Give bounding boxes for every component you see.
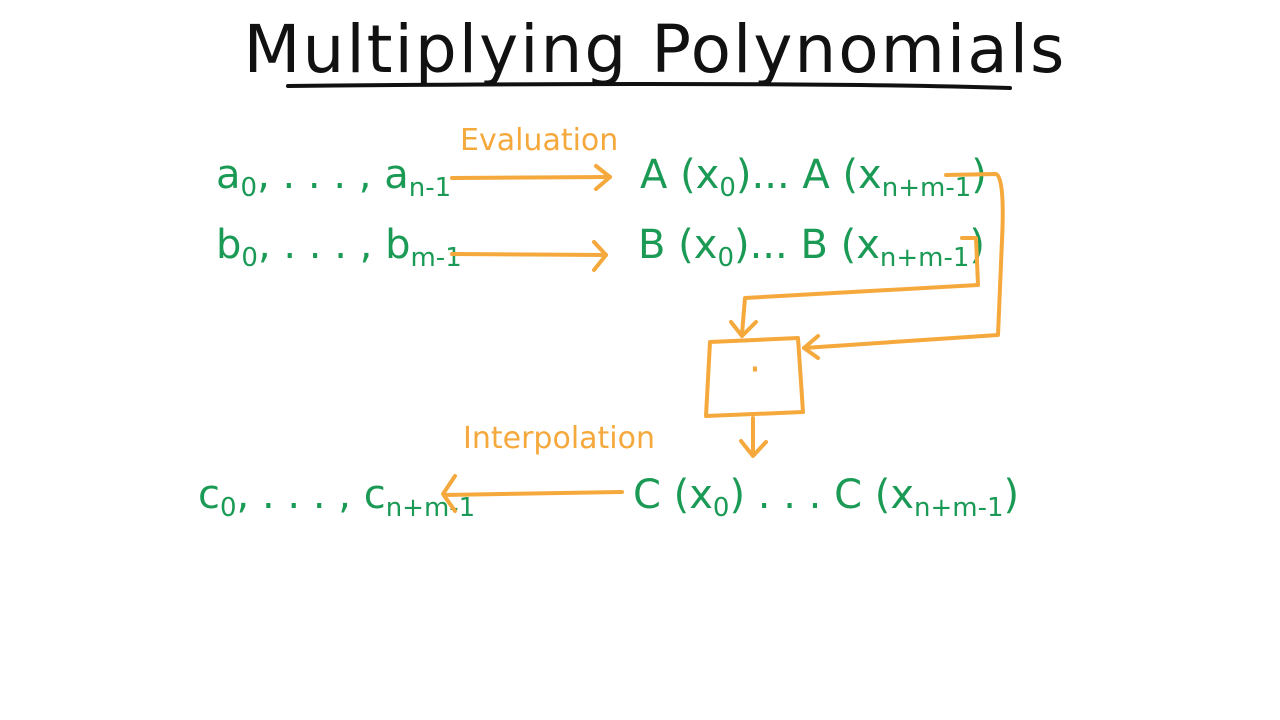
diagram-title: Multiplying Polynomials [244, 11, 1067, 88]
evaluation-arrow-a [450, 164, 612, 191]
evaluation-arrow-b [450, 240, 608, 272]
connector-A-to-multiply [802, 172, 1005, 360]
multiply-box [704, 336, 805, 418]
interpolation-arrow [441, 474, 624, 513]
connector-B-to-multiply [729, 236, 980, 338]
multiply-operator: · [749, 347, 762, 393]
values-B: B (x0)... B (xn+m-1) [638, 222, 985, 273]
values-A: A (x0)... A (xn+m-1) [640, 152, 987, 203]
values-C: C (x0) . . . C (xn+m-1) [633, 472, 1019, 523]
coefficients-a: a0, . . . , an-1 [216, 152, 451, 203]
evaluation-label: Evaluation [460, 123, 618, 158]
coefficients-c: c0, . . . , cn+m-1 [198, 472, 475, 523]
multiply-to-C-arrow [739, 416, 768, 458]
interpolation-label: Interpolation [463, 421, 655, 456]
coefficients-b: b0, . . . , bm-1 [216, 222, 462, 273]
title-underline [286, 82, 1012, 90]
